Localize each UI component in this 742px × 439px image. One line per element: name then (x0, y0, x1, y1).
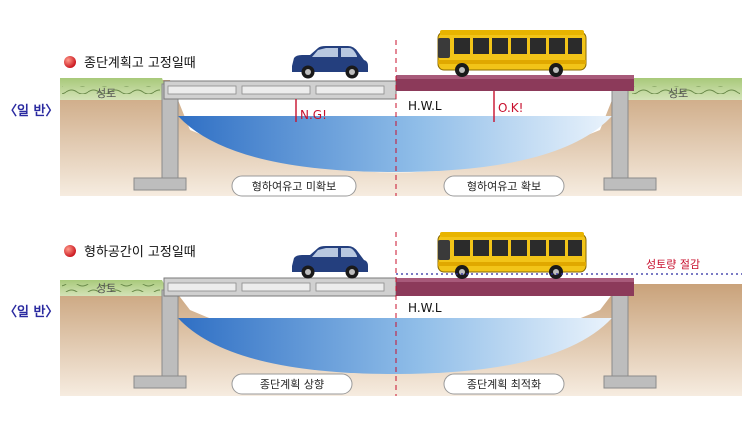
caption-left-bottom: 종단계획 상향 (260, 378, 324, 391)
hwl-label-bottom: H.W.L (408, 301, 442, 315)
panel-top: 종단계획고 고정일때 N.G! O (60, 29, 742, 197)
ground-top (60, 80, 742, 196)
caption-box-right-top (443, 175, 565, 197)
side-label-bottom: 〈일 반〉 (4, 304, 58, 320)
embankment-label-left-top: 성토 (96, 87, 116, 100)
embankment-left-wave-bottom (62, 284, 160, 292)
car-icon (292, 46, 368, 79)
footing-left-bottom (133, 375, 187, 389)
red-bullet-icon (64, 245, 76, 257)
bus-icon (437, 29, 587, 78)
footing-right-top (603, 177, 657, 191)
caption-right-top: 형하여유고 확보 (467, 179, 541, 193)
ground-bottom (60, 284, 742, 396)
caption-right-bottom: 종단계획 최적화 (467, 378, 541, 391)
abutment-left-bottom (161, 289, 179, 379)
embankment-left-wave (62, 86, 160, 94)
footing-left-top (133, 177, 187, 191)
caption-box-left-bottom (231, 373, 353, 395)
red-bullet-icon (64, 56, 76, 68)
embankment-label-left-bottom: 성토 (96, 282, 116, 295)
embankment-label-right-top: 성토 (668, 87, 688, 100)
saving-note: 성토량 절감 (646, 258, 700, 271)
water-top (178, 116, 612, 172)
panel-bottom-heading: 형하공간이 고정일때 (84, 245, 196, 260)
caption-box-right-bottom (443, 373, 565, 395)
abutment-right-bottom (611, 289, 629, 379)
abutment-right-top (611, 83, 629, 181)
embankment-right-wave (632, 86, 740, 94)
caption-box-left-top (231, 175, 357, 197)
ng-label: N.G! (300, 108, 327, 122)
ok-label: O.K! (498, 101, 523, 115)
footing-right-bottom (603, 375, 657, 389)
water-bottom (178, 318, 612, 374)
side-label-top: 〈일 반〉 (4, 103, 58, 119)
hwl-label-top: H.W.L (408, 99, 442, 113)
caption-left-top: 형하여유고 미확보 (252, 179, 336, 193)
panel-top-heading: 종단계획고 고정일때 (84, 56, 196, 71)
car-icon (292, 246, 368, 279)
bus-icon (437, 231, 587, 280)
deck-right-bottom (396, 278, 634, 296)
panel-bottom: 형하공간이 고정일때 성토량 절감 H.W.L 성토 (60, 231, 742, 396)
